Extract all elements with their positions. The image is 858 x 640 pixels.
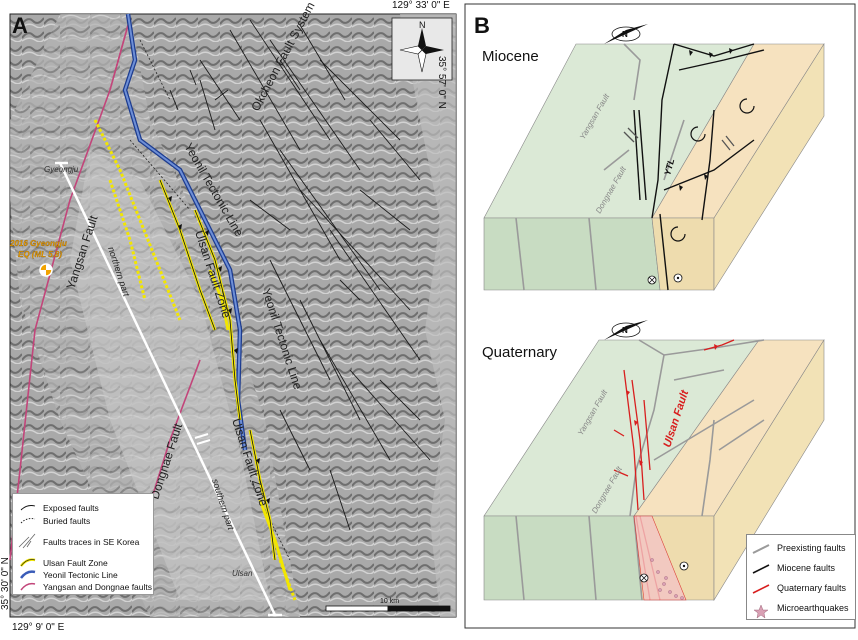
- label-ulsan-city: Ulsan: [232, 569, 253, 578]
- panel-b-blocks: Yangsan Fault Dongnae Fault YTL N: [464, 3, 856, 629]
- legend-panel-b: Preexisting faults Miocene faults Quater…: [746, 534, 856, 620]
- label-gyeongju: Gyeongju: [44, 165, 79, 174]
- coord-bottom: 129° 9' 0" E: [12, 622, 65, 633]
- legend-panel-a: Exposed faults Buried faults Faults trac…: [12, 493, 154, 595]
- panel-b-letter: B: [474, 13, 490, 38]
- legend-buried: Buried faults: [43, 516, 91, 526]
- legend-traces: Faults traces in SE Korea: [43, 537, 140, 547]
- north-arrow-top-icon: N: [604, 24, 648, 44]
- north-arrow-icon: N: [391, 17, 453, 81]
- north-label-bottom: N: [622, 326, 628, 335]
- legend-micro: Microearthquakes: [777, 603, 849, 613]
- fault-traces: [169, 19, 431, 531]
- yangsan-fault-line: [9, 17, 131, 561]
- legend-exposed: Exposed faults: [43, 503, 99, 513]
- label-eq-line2: EQ (ML 5.8): [18, 250, 62, 259]
- panel-a: Okcheon Fault System Gyeongju 2016 Gyeon…: [0, 0, 457, 633]
- scale-label: 10 km: [380, 598, 399, 605]
- coord-right: 35° 57' 0" N: [436, 56, 447, 109]
- title-miocene: Miocene: [482, 48, 539, 65]
- panel-b: Yangsan Fault Dongnae Fault YTL N: [464, 0, 858, 635]
- panel-a-letter: A: [12, 13, 28, 38]
- label-eq-line1: 2016 Gyeongju: [9, 239, 67, 248]
- legend-ulsan-zone: Ulsan Fault Zone: [43, 558, 108, 568]
- legend-miocene: Miocene faults: [777, 563, 836, 573]
- panel-a-map: Okcheon Fault System Gyeongju 2016 Gyeon…: [9, 0, 457, 618]
- north-label-top: N: [622, 30, 628, 39]
- quaternary-block: Yangsan Fault Dongnae Fault Ulsan Fault …: [483, 320, 825, 602]
- legend-quaternary: Quaternary faults: [777, 583, 847, 593]
- label-ytl: YTL: [662, 158, 676, 177]
- miocene-block: Yangsan Fault Dongnae Fault YTL N: [483, 24, 825, 292]
- coord-left: 35° 30' 0" N: [0, 557, 11, 610]
- north-label: N: [419, 20, 426, 30]
- legend-yangsan-dongnae: Yangsan and Dongnae faults: [43, 582, 153, 592]
- title-quaternary: Quaternary: [482, 344, 558, 361]
- legend-preexisting: Preexisting faults: [777, 543, 846, 553]
- coord-top: 129° 33' 0" E: [392, 0, 450, 11]
- legend-yeonil: Yeonil Tectonic Line: [43, 570, 118, 580]
- scale-bar: 10 km: [325, 598, 451, 612]
- north-arrow-bottom-icon: N: [604, 320, 648, 340]
- profile-line: [58, 162, 277, 616]
